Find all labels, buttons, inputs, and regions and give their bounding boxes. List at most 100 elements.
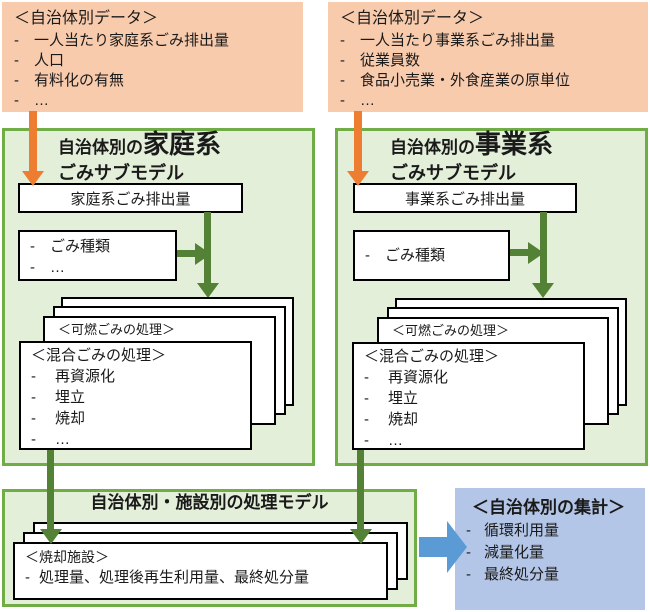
- bullet-dash: -: [31, 389, 36, 406]
- household-to-treatment-arrow-head: [40, 529, 62, 544]
- business-waste-type-box: - ごみ種類: [353, 230, 510, 281]
- mixed-process-title: ＜混合ごみの処理＞: [364, 348, 500, 365]
- title-emphasis: 事業系: [475, 129, 554, 159]
- business-to-treatment-arrow-head: [350, 529, 372, 544]
- data-item-row: - …: [14, 91, 295, 111]
- bullet-dash: -: [14, 52, 19, 69]
- summary-item-row: - 最終処分量: [462, 564, 639, 586]
- process-item-text: …: [388, 432, 403, 449]
- data-item-row: - 人口: [14, 51, 295, 71]
- bullet-dash: -: [25, 569, 30, 586]
- data-item-row: - …: [340, 91, 640, 111]
- data-item-text: 従業員数: [360, 52, 421, 69]
- bullet-dash: -: [364, 390, 369, 407]
- household-data-box: ＜自治体別データ＞ - 一人当たり家庭系ごみ排出量 - 人口 - 有料化の有無 …: [2, 2, 303, 112]
- household-waste-type-box: - ごみ種類 - …: [18, 230, 177, 281]
- business-to-treatment-line: [357, 450, 364, 530]
- household-emission-box: 家庭系ごみ排出量: [18, 183, 243, 213]
- process-item-text: 再資源化: [55, 368, 116, 385]
- business-emission-box: 事業系ごみ排出量: [353, 183, 577, 213]
- bullet-dash: -: [340, 32, 345, 49]
- data-item-text: 一人当たり事業系ごみ排出量: [360, 32, 556, 49]
- household-data-arrow: [29, 111, 37, 172]
- household-panel-title: 自治体別の家庭系 ごみサブモデル: [58, 129, 221, 183]
- household-type-merge-line: [177, 250, 196, 257]
- facility-item-row: - 処理量、処理後再生利用量、最終処分量: [25, 567, 380, 588]
- summary-item-row: - 循環利用量: [462, 520, 639, 542]
- data-item-row: - 従業員数: [340, 51, 640, 71]
- process-item-text: 埋立: [55, 389, 86, 406]
- summary-title: ＜自治体別の集計＞: [472, 498, 625, 517]
- bullet-dash: -: [364, 411, 369, 428]
- process-item-row: - 埋立: [364, 388, 577, 409]
- bullet-dash: -: [466, 522, 471, 539]
- household-type-merge-arrow-head: [195, 243, 211, 265]
- bullet-dash: -: [364, 369, 369, 386]
- bullet-dash: -: [466, 544, 471, 561]
- data-item-row: - 食品小売業・外食産業の原単位: [340, 71, 640, 91]
- incineration-facility-box: ＜焼却施設＞ - 処理量、処理後再生利用量、最終処分量: [13, 542, 388, 600]
- title-line2: ごみサブモデル: [390, 163, 516, 183]
- bullet-dash: -: [31, 368, 36, 385]
- data-item-text: 食品小売業・外食産業の原単位: [360, 72, 571, 89]
- type-item-text: ごみ種類: [50, 238, 111, 255]
- process-item-row: - 埋立: [31, 387, 244, 408]
- business-data-arrow: [354, 111, 362, 172]
- household-emission-label: 家庭系ごみ排出量: [70, 190, 191, 208]
- mixed-process-title: ＜混合ごみの処理＞: [31, 347, 167, 364]
- summary-arrow-shaft: [419, 537, 448, 557]
- data-item-text: 一人当たり家庭系ごみ排出量: [34, 32, 230, 49]
- process-item-row: - 焼却: [31, 408, 244, 429]
- business-data-box: ＜自治体別データ＞ - 一人当たり事業系ごみ排出量 - 従業員数 - 食品小売業…: [328, 2, 648, 112]
- bullet-dash: -: [466, 566, 471, 583]
- bullet-dash: -: [340, 52, 345, 69]
- process-item-text: …: [55, 431, 70, 448]
- type-item-row: - ごみ種類: [365, 245, 445, 266]
- business-panel-title: 自治体別の事業系 ごみサブモデル: [390, 129, 553, 183]
- summary-item-text: 減量化量: [484, 544, 545, 561]
- incineration-facility-title: ＜焼却施設＞: [25, 549, 109, 565]
- type-item-row: - …: [30, 257, 171, 278]
- bullet-dash: -: [14, 32, 19, 49]
- bullet-dash: -: [340, 92, 345, 109]
- mixed-waste-process-box: ＜混合ごみの処理＞ - 再資源化 - 埋立 - 焼却 - …: [352, 342, 585, 450]
- type-item-text: ごみ種類: [385, 247, 446, 264]
- title-line2: ごみサブモデル: [58, 163, 184, 183]
- data-item-text: …: [34, 92, 49, 109]
- summary-arrow-head: [447, 521, 467, 573]
- bullet-dash: -: [364, 432, 369, 449]
- household-data-arrow-head: [22, 171, 44, 186]
- business-data-title: ＜自治体別データ＞: [340, 10, 485, 27]
- bullet-dash: -: [14, 72, 19, 89]
- household-flow-arrow-head: [197, 283, 219, 298]
- process-item-text: 再資源化: [388, 369, 449, 386]
- process-item-text: 埋立: [388, 390, 419, 407]
- title-prefix: 自治体別の: [58, 138, 143, 157]
- combustible-process-label: ＜可燃ごみの処理＞: [392, 323, 510, 338]
- process-item-row: - …: [31, 429, 244, 450]
- bullet-dash: -: [30, 259, 35, 276]
- data-item-text: …: [360, 92, 375, 109]
- facility-item-text: 処理量、処理後再生利用量、最終処分量: [39, 569, 310, 586]
- summary-box: ＜自治体別の集計＞ - 循環利用量 - 減量化量 - 最終処分量: [455, 488, 645, 610]
- data-item-row: - 一人当たり家庭系ごみ排出量: [14, 31, 295, 51]
- household-data-title: ＜自治体別データ＞: [14, 10, 159, 27]
- data-item-text: 有料化の有無: [34, 72, 125, 89]
- bullet-dash: -: [31, 410, 36, 427]
- process-item-text: 焼却: [388, 411, 419, 428]
- type-item-row: - ごみ種類: [30, 236, 171, 257]
- business-flow-arrow-head: [532, 283, 554, 298]
- combustible-process-label: ＜可燃ごみの処理＞: [58, 322, 176, 337]
- business-data-arrow-head: [347, 171, 369, 186]
- type-item-text: …: [50, 259, 65, 276]
- bullet-dash: -: [31, 431, 36, 448]
- summary-item-text: 循環利用量: [484, 522, 560, 539]
- data-item-row: - 有料化の有無: [14, 71, 295, 91]
- data-item-text: 人口: [34, 52, 65, 69]
- title-prefix: 自治体別の: [390, 138, 475, 157]
- process-item-row: - …: [364, 430, 577, 451]
- business-type-merge-line: [510, 249, 529, 256]
- bullet-dash: -: [340, 72, 345, 89]
- business-emission-label: 事業系ごみ排出量: [404, 190, 525, 208]
